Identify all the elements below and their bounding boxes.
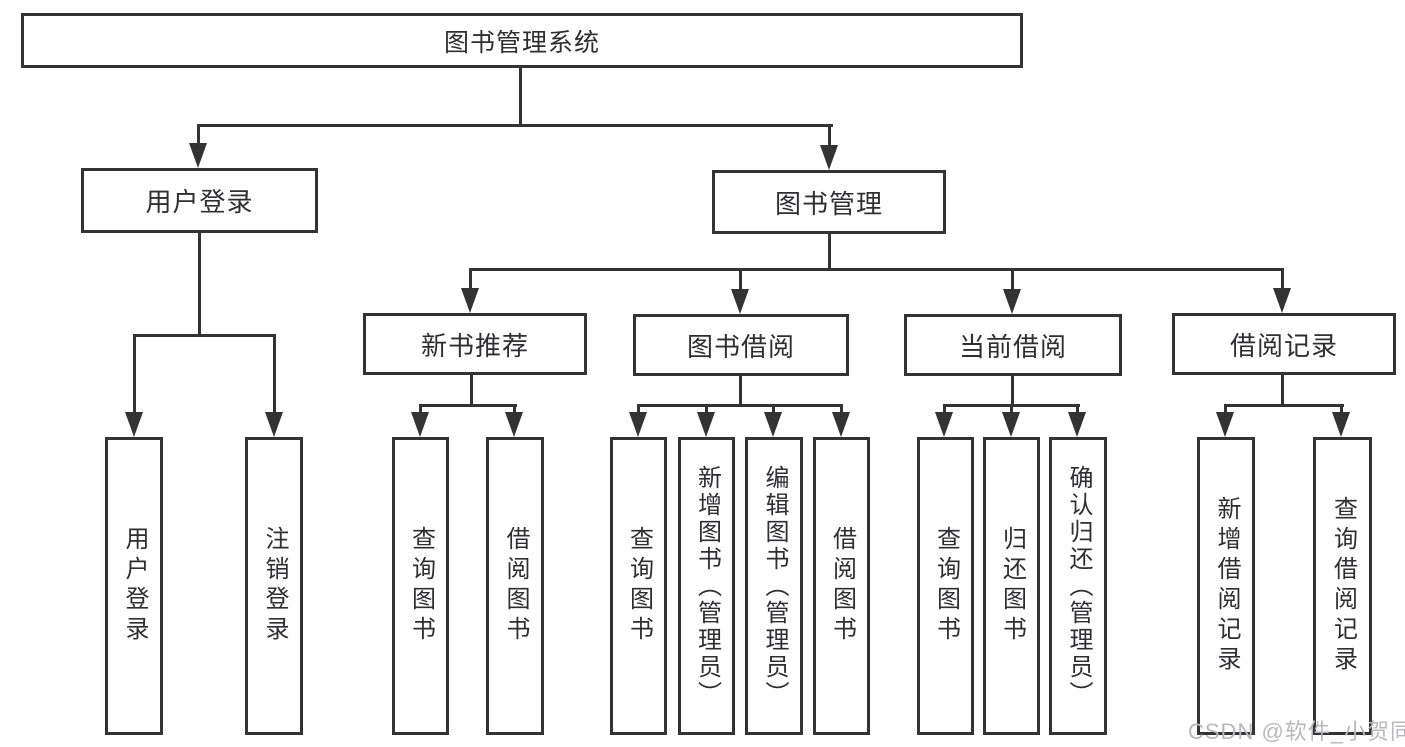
arrowhead-down-icon	[125, 412, 143, 437]
connector-line	[637, 404, 640, 416]
leaf-current-query-books: 查询图书	[917, 437, 974, 735]
arrowhead-down-icon	[629, 412, 647, 437]
node-label: 新增借阅记录	[1213, 496, 1240, 676]
node-label: 新增图书（管理员）	[693, 464, 721, 708]
connector-line	[1076, 404, 1079, 416]
arrowhead-down-icon	[189, 143, 207, 168]
connector-line	[419, 404, 517, 407]
node-label: 图书管理系统	[443, 28, 600, 57]
leaf-borrowing-borrow-books: 借阅图书	[813, 437, 870, 735]
node-label: 新书推荐	[420, 330, 529, 361]
watermark: CSDN @软件_小贺同学	[1188, 719, 1405, 744]
connector-line	[705, 404, 708, 416]
node-label: 注销登录	[261, 526, 288, 646]
connector-line	[133, 334, 136, 416]
connector-line	[739, 376, 742, 407]
node-label: 查询图书	[932, 526, 960, 646]
arrowhead-down-icon	[697, 412, 715, 437]
connector-line	[1281, 375, 1284, 407]
connector-line	[513, 404, 516, 416]
arrowhead-down-icon	[1332, 412, 1350, 437]
node-label: 用户登录	[121, 526, 148, 646]
node-label: 编辑图书（管理员）	[761, 464, 788, 708]
connector-line	[1281, 268, 1284, 290]
connector-line	[519, 68, 522, 127]
node-label: 借阅图书	[828, 526, 856, 646]
arrowhead-down-icon	[731, 289, 749, 314]
connector-line	[1011, 376, 1014, 407]
connector-line	[1010, 404, 1013, 416]
leaf-user-login: 用户登录	[105, 437, 163, 735]
arrowhead-down-icon	[1003, 289, 1021, 314]
node-label: 图书借阅	[686, 331, 795, 362]
connector-line	[197, 124, 200, 150]
leaf-borrowing-query-books: 查询图书	[610, 437, 667, 735]
connector-line	[273, 334, 276, 416]
arrowhead-down-icon	[1216, 412, 1234, 437]
connector-line	[1340, 404, 1343, 416]
node-label: 查询图书	[625, 526, 653, 646]
connector-line	[840, 404, 843, 416]
node-label: 当前借阅	[958, 331, 1067, 362]
node-label: 归还图书	[998, 526, 1026, 646]
arrowhead-down-icon	[461, 288, 479, 313]
leaf-newbook-query-books: 查询图书	[392, 437, 449, 735]
leaf-records-add-borrow-record: 新增借阅记录	[1197, 437, 1255, 735]
arrowhead-down-icon	[505, 412, 523, 437]
node-label: 查询图书	[407, 526, 435, 646]
connector-line	[828, 124, 831, 152]
connector-line	[637, 404, 843, 407]
node-new-book-recommend: 新书推荐	[363, 313, 587, 375]
node-label: 借阅图书	[502, 526, 529, 646]
leaf-borrowing-add-books-admin: 新增图书（管理员）	[678, 437, 735, 735]
connector-line	[1224, 404, 1344, 407]
leaf-logout: 注销登录	[245, 437, 303, 735]
node-current-borrowing: 当前借阅	[904, 314, 1122, 376]
node-user-login: 用户登录	[81, 168, 318, 233]
node-borrowing-records: 借阅记录	[1172, 313, 1396, 375]
connector-line	[772, 404, 775, 416]
connector-line	[469, 268, 472, 290]
connector-line	[133, 334, 276, 337]
leaf-current-confirm-return-admin: 确认归还（管理员）	[1049, 437, 1107, 735]
connector-line	[198, 233, 201, 337]
arrowhead-down-icon	[935, 412, 953, 437]
arrowhead-down-icon	[411, 412, 429, 437]
node-label: 确认归还（管理员）	[1065, 464, 1092, 708]
connector-line	[828, 234, 831, 271]
arrowhead-down-icon	[1002, 412, 1020, 437]
node-book-borrowing: 图书借阅	[633, 314, 849, 376]
connector-line	[469, 268, 1283, 271]
arrowhead-down-icon	[1068, 412, 1086, 437]
node-label: 借阅记录	[1229, 330, 1338, 361]
leaf-borrowing-edit-books-admin: 编辑图书（管理员）	[745, 437, 803, 735]
arrowhead-down-icon	[764, 412, 782, 437]
leaf-current-return-books: 归还图书	[983, 437, 1040, 735]
connector-line	[943, 404, 946, 416]
connector-line	[197, 124, 833, 127]
node-label: 查询借阅记录	[1329, 496, 1357, 676]
arrowhead-down-icon	[265, 412, 283, 437]
node-label: 图书管理	[774, 188, 883, 219]
node-root: 图书管理系统	[21, 13, 1023, 68]
arrowhead-down-icon	[820, 145, 838, 170]
connector-line	[1011, 268, 1014, 290]
connector-line	[470, 375, 473, 407]
node-book-management: 图书管理	[712, 170, 946, 234]
connector-line	[1224, 404, 1227, 416]
connector-line	[419, 404, 422, 416]
node-label: 用户登录	[145, 187, 254, 217]
arrowhead-down-icon	[1273, 288, 1291, 313]
arrowhead-down-icon	[832, 412, 850, 437]
connector-line	[739, 268, 742, 290]
leaf-records-query-borrow-record: 查询借阅记录	[1313, 437, 1372, 735]
leaf-newbook-borrow-books: 借阅图书	[486, 437, 544, 735]
